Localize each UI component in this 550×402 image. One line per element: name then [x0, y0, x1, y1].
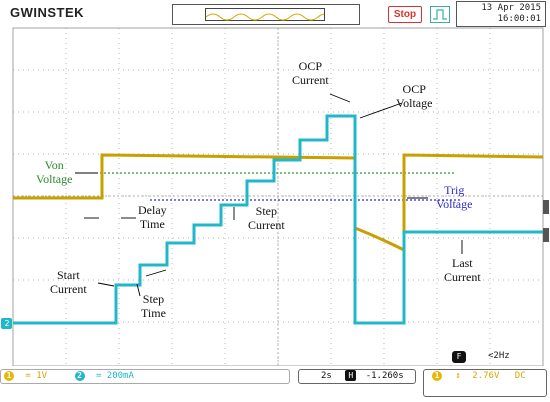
overview-wave-icon	[205, 13, 333, 21]
ch1-chip: 1	[4, 370, 14, 381]
overview-window[interactable]	[205, 8, 333, 21]
trigger-coupling: DC	[514, 371, 526, 381]
ocp-current-label: OCP Current	[292, 59, 329, 87]
ch2-current-trace	[13, 114, 543, 325]
waveform-overview[interactable]	[172, 4, 360, 25]
ch2-marker-label: 2	[4, 319, 10, 328]
ch-offset-marker	[543, 228, 549, 242]
ch2-ground-marker	[1, 318, 12, 329]
trig-voltage-label: Trig Voltage	[436, 183, 473, 211]
date-text: 13 Apr 2015	[481, 3, 541, 13]
pulse-icon	[433, 9, 447, 20]
delay-time-label: Delay Time	[138, 203, 167, 231]
frequency-value: <2Hz	[488, 351, 510, 361]
horizontal-position-icon: H	[345, 370, 357, 381]
trigger-level: 2.76V	[472, 371, 500, 381]
frequency-counter-icon: F	[452, 351, 466, 363]
trigger-info-box[interactable]: 1 ↕ 2.76V DC	[423, 369, 547, 397]
run-stop-button[interactable]: Stop	[388, 6, 422, 23]
ocp-voltage-label: OCP Voltage	[396, 82, 433, 110]
trigger-slope-icon: ↕	[455, 371, 461, 381]
ch2-chip: 2	[74, 370, 85, 381]
top-status-bar: GWINSTEK Stop 13 Apr 2015 16:00:01	[0, 0, 550, 28]
trigger-mode-icon[interactable]	[430, 6, 450, 23]
timebase-value: 2s	[321, 371, 332, 381]
start-current-label: Start Current	[50, 268, 87, 296]
brand-logo: GWINSTEK	[10, 5, 85, 20]
von-voltage-label: Von Voltage	[36, 158, 73, 186]
step-time-label: Step Time	[141, 292, 166, 320]
ch1-scale: = 1V	[25, 371, 48, 381]
step-current-label: Step Current	[248, 204, 285, 232]
ch2-scale: = 200mA	[95, 371, 134, 381]
channel-scale-box[interactable]: 1 = 1V 2 = 200mA	[0, 369, 290, 384]
trigger-level-marker	[543, 200, 549, 214]
date-time-display: 13 Apr 2015 16:00:01	[456, 1, 546, 27]
horizontal-offset: -1.260s	[365, 371, 404, 381]
last-current-label: Last Current	[444, 256, 481, 284]
bottom-status-bar: 1 = 1V 2 = 200mA 2s H -1.260s 1 ↕ 2.76V …	[0, 366, 550, 402]
time-text: 16:00:01	[497, 14, 541, 24]
annotation-arrows	[75, 93, 463, 297]
timebase-box[interactable]: 2s H -1.260s	[298, 369, 416, 384]
trigger-source-chip: 1	[432, 370, 442, 381]
